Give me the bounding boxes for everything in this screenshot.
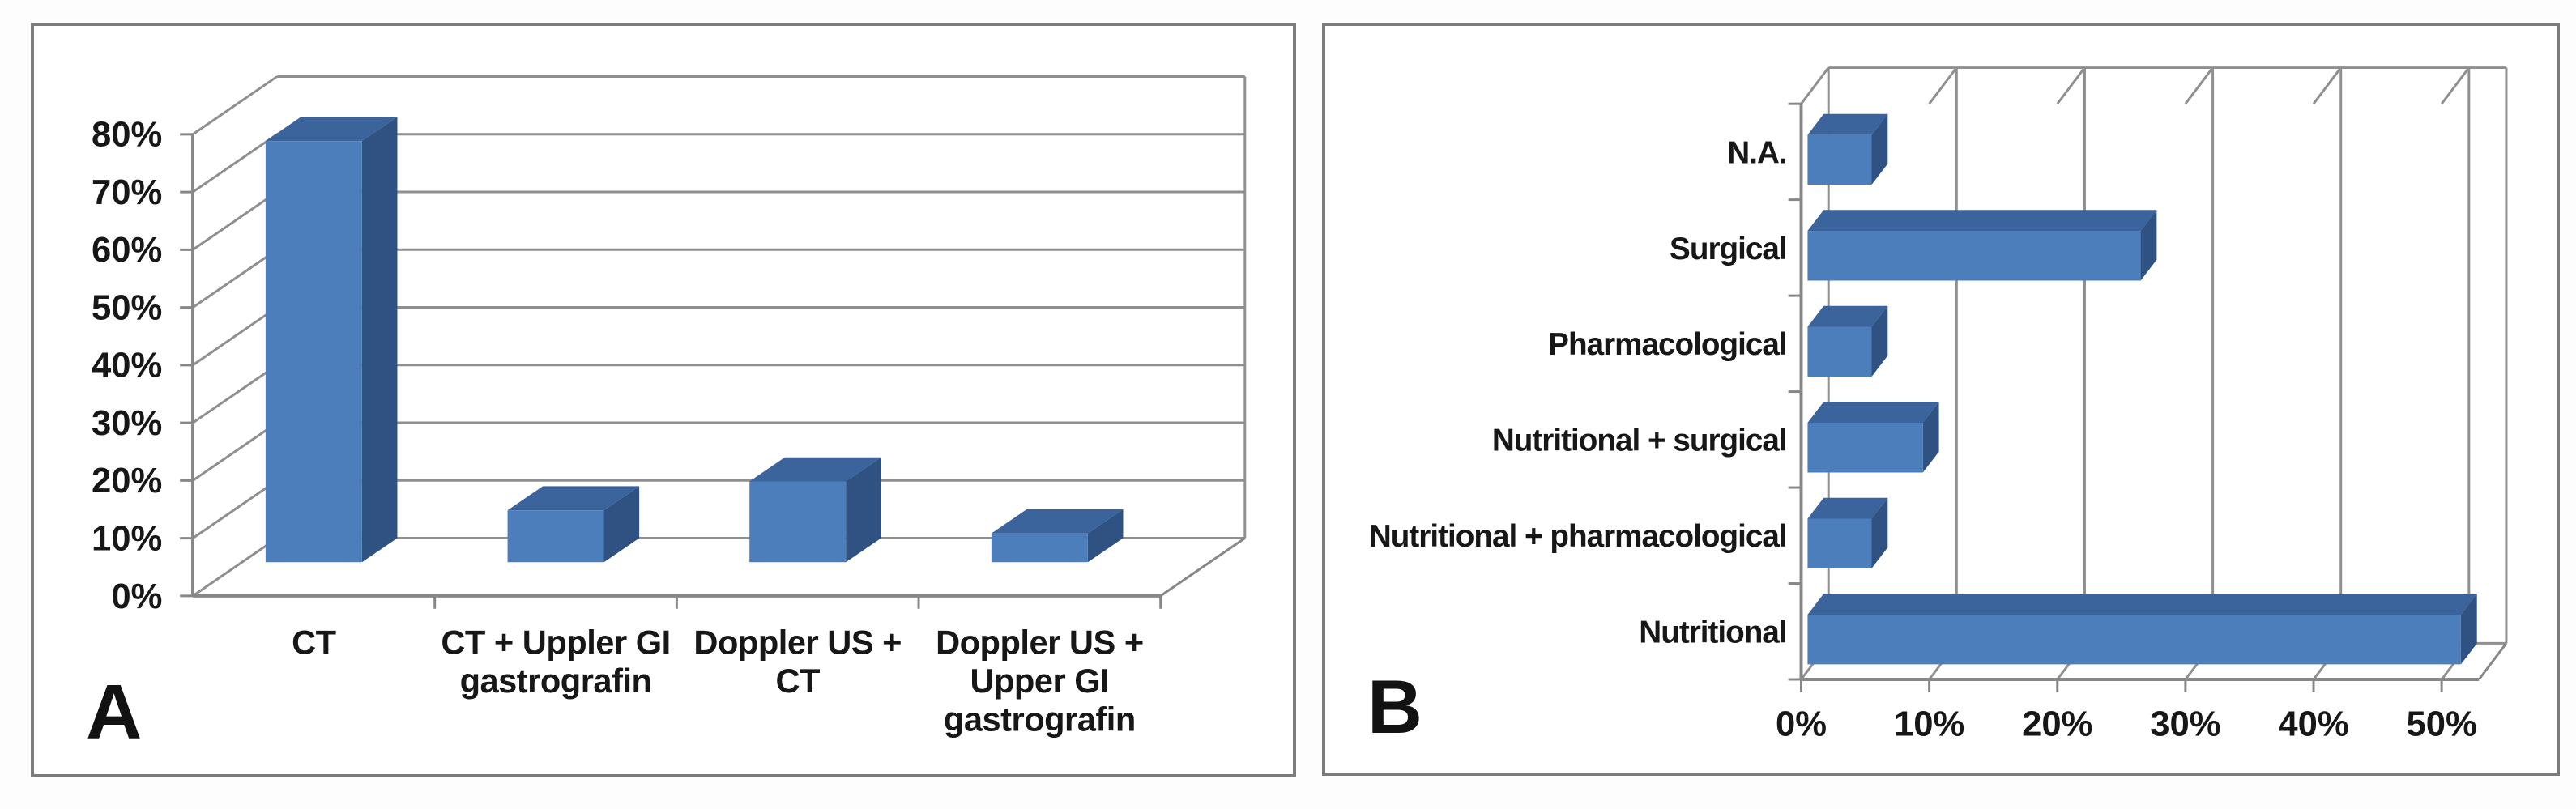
bar-front-face bbox=[991, 533, 1088, 563]
bar-front-face bbox=[265, 141, 362, 563]
treatment-methods-chart: 0% 10% 20% 30% 40% 50% N.A. SurgicalPharmacolog… bbox=[1369, 66, 2508, 743]
floor-right-edge bbox=[1159, 537, 1246, 598]
y-tick-label: 50% bbox=[92, 288, 162, 327]
bar-side-face bbox=[846, 457, 881, 563]
bar-front-face bbox=[1807, 134, 1872, 185]
bar-front-face bbox=[749, 481, 847, 563]
category-label: Pharmacological bbox=[1548, 327, 1787, 362]
x-tick-label: 20% bbox=[2022, 705, 2092, 743]
x-tick-label: 50% bbox=[2406, 705, 2476, 743]
ceiling-gridline bbox=[1928, 66, 1958, 105]
x-tick-label: 40% bbox=[2278, 705, 2348, 743]
bar-front-face bbox=[1807, 518, 1872, 568]
bar-3 bbox=[1807, 402, 1939, 473]
bar-top-face bbox=[507, 486, 640, 511]
bar-front-face bbox=[1807, 326, 1872, 377]
y-tick-label: 30% bbox=[92, 404, 162, 443]
ceiling-gridline bbox=[2056, 66, 2086, 105]
category-label: N.A. bbox=[1727, 135, 1786, 170]
bar-top-face bbox=[1807, 594, 2477, 615]
bar-end-face bbox=[2460, 594, 2477, 665]
panel-a: 0% 10% 20% 30% 40% 50% 60% 70% 80% CT CT + Uppler … bbox=[31, 23, 1296, 777]
bar-5 bbox=[1807, 594, 2477, 665]
bar-top-face bbox=[1807, 497, 1888, 519]
bar-top-face bbox=[265, 117, 398, 142]
y-tick-label: 10% bbox=[92, 520, 162, 559]
y-tick-label: 20% bbox=[92, 462, 162, 500]
bar-top-face bbox=[991, 509, 1124, 534]
ceiling-gridline bbox=[2440, 66, 2471, 105]
wall-gridline bbox=[192, 249, 278, 309]
category-label: CT bbox=[292, 623, 336, 661]
bar-front-face bbox=[1807, 231, 2141, 281]
wall-gridline bbox=[192, 75, 278, 136]
panel-a-label: A bbox=[86, 669, 143, 756]
category-label: gastrografin bbox=[944, 700, 1136, 738]
category-label: CT + Uppler GI bbox=[441, 623, 670, 661]
wall-gridline bbox=[192, 364, 278, 424]
diagnostic-methods-chart: 0% 10% 20% 30% 40% 50% 60% 70% 80% CT CT + Uppler … bbox=[92, 75, 1247, 738]
bar-end-face bbox=[1871, 113, 1888, 185]
bar-top-face bbox=[1807, 402, 1939, 423]
category-label: Doppler US + bbox=[693, 623, 902, 661]
category-label: Upper GI bbox=[970, 662, 1109, 700]
bar-2 bbox=[1807, 305, 1888, 377]
bar-top-face bbox=[749, 457, 881, 482]
wall-gridline bbox=[192, 133, 278, 194]
bar-top-face bbox=[1807, 113, 1888, 135]
ceiling-gridline bbox=[2184, 66, 2214, 105]
chart-a-root: 0% 10% 20% 30% 40% 50% 60% 70% 80% CT CT + Uppler … bbox=[92, 75, 1247, 738]
bar-2 bbox=[749, 457, 881, 563]
bar-4 bbox=[1807, 497, 1888, 568]
ceiling-gridline bbox=[2312, 66, 2342, 105]
category-label: Doppler US + bbox=[936, 623, 1144, 661]
floor-right-edge bbox=[2478, 642, 2508, 680]
bar-top-face bbox=[1807, 210, 2157, 232]
y-tick-label: 40% bbox=[92, 347, 162, 385]
y-tick-label: 60% bbox=[92, 231, 162, 270]
bar-top-face bbox=[1807, 305, 1888, 327]
bar-side-face bbox=[603, 486, 640, 563]
bar-front-face bbox=[1807, 614, 2461, 665]
bar-side-face bbox=[361, 117, 398, 563]
bar-0 bbox=[1807, 113, 1888, 185]
category-label: CT bbox=[775, 662, 820, 700]
category-label: Nutritional + pharmacological bbox=[1369, 519, 1787, 554]
bar-front-face bbox=[507, 510, 604, 563]
ceiling-gridline bbox=[1800, 66, 1830, 105]
wall-gridline bbox=[192, 479, 278, 539]
x-tick-label: 30% bbox=[2150, 705, 2220, 743]
bar-3 bbox=[991, 509, 1124, 563]
y-tick-label: 0% bbox=[111, 577, 162, 616]
category-label: Nutritional bbox=[1639, 615, 1786, 650]
bar-1 bbox=[1807, 210, 2157, 281]
category-label: Nutritional + surgical bbox=[1492, 424, 1787, 458]
wall-gridline bbox=[192, 190, 278, 251]
y-tick-label: 80% bbox=[92, 116, 162, 155]
panel-b-label: B bbox=[1367, 664, 1422, 749]
bar-side-face bbox=[1087, 509, 1124, 563]
bar-front-face bbox=[1807, 422, 1923, 473]
chart-b-root: 0% 10% 20% 30% 40% 50% N.A. SurgicalPharmacolog… bbox=[1369, 66, 2508, 743]
category-label: gastrografin bbox=[460, 662, 652, 700]
bar-end-face bbox=[1871, 497, 1888, 568]
y-tick-label: 70% bbox=[92, 173, 162, 212]
x-tick-label: 10% bbox=[1894, 705, 1964, 743]
category-label: Surgical bbox=[1670, 232, 1787, 266]
bar-1 bbox=[507, 486, 640, 563]
x-tick-label: 0% bbox=[1776, 705, 1827, 743]
wall-gridline bbox=[192, 306, 278, 367]
bar-end-face bbox=[2140, 210, 2157, 281]
bar-end-face bbox=[1922, 402, 1939, 473]
wall-gridline bbox=[192, 537, 278, 598]
wall-gridline bbox=[192, 421, 278, 482]
bar-0 bbox=[265, 117, 398, 563]
bar-end-face bbox=[1871, 305, 1888, 377]
